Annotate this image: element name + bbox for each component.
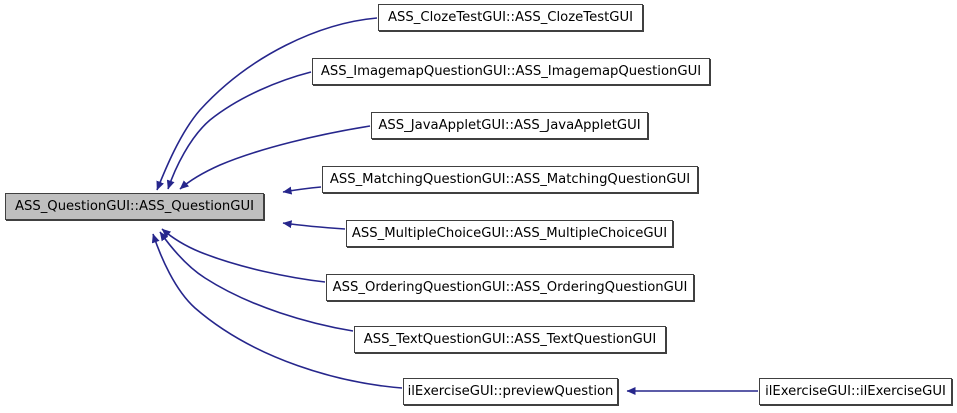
edge-ordering-to-focus [161, 228, 326, 283]
edge-imagemap-to-focus [166, 71, 312, 190]
node-label: ASS_QuestionGUI::ASS_QuestionGUI [14, 198, 255, 214]
node-label: ilExerciseGUI::ilExerciseGUI [765, 383, 946, 399]
node-label: ASS_ImagemapQuestionGUI::ASS_ImagemapQue… [320, 63, 702, 79]
node-ilexercisegui-previewquestion[interactable]: ilExerciseGUI::previewQuestion [403, 378, 618, 405]
node-ass-questiongui[interactable]: ASS_QuestionGUI::ASS_QuestionGUI [5, 193, 264, 220]
node-label: ilExerciseGUI::previewQuestion [407, 383, 614, 399]
node-label: ASS_MultipleChoiceGUI::ASS_MultipleChoic… [351, 225, 668, 241]
node-label: ASS_MatchingQuestionGUI::ASS_MatchingQue… [329, 171, 691, 187]
edge-matching-to-focus [282, 186, 322, 195]
edge-preview-to-focus [151, 233, 403, 389]
node-label: ASS_JavaAppletGUI::ASS_JavaAppletGUI [378, 117, 641, 133]
node-ass-javaappletgui[interactable]: ASS_JavaAppletGUI::ASS_JavaAppletGUI [371, 112, 648, 139]
node-ass-imagemapquestiongui[interactable]: ASS_ImagemapQuestionGUI::ASS_ImagemapQue… [312, 58, 710, 85]
node-label: ASS_ClozeTestGUI::ASS_ClozeTestGUI [388, 9, 634, 25]
edge-multiplechoice-to-focus [282, 220, 346, 230]
node-ass-multiplechoicegui[interactable]: ASS_MultipleChoiceGUI::ASS_MultipleChoic… [346, 220, 673, 247]
node-ass-textquestiongui[interactable]: ASS_TextQuestionGUI::ASS_TextQuestionGUI [354, 326, 666, 353]
edge-cloze-to-focus [156, 17, 378, 191]
node-ass-orderingquestiongui[interactable]: ASS_OrderingQuestionGUI::ASS_OrderingQue… [326, 274, 694, 301]
node-ass-clozetestgui[interactable]: ASS_ClozeTestGUI::ASS_ClozeTestGUI [378, 4, 643, 31]
node-ass-matchingquestiongui[interactable]: ASS_MatchingQuestionGUI::ASS_MatchingQue… [322, 166, 698, 193]
node-label: ASS_OrderingQuestionGUI::ASS_OrderingQue… [332, 279, 688, 295]
node-label: ASS_TextQuestionGUI::ASS_TextQuestionGUI [363, 331, 657, 347]
node-ilexercisegui-ilexercisegui[interactable]: ilExerciseGUI::ilExerciseGUI [759, 378, 952, 405]
